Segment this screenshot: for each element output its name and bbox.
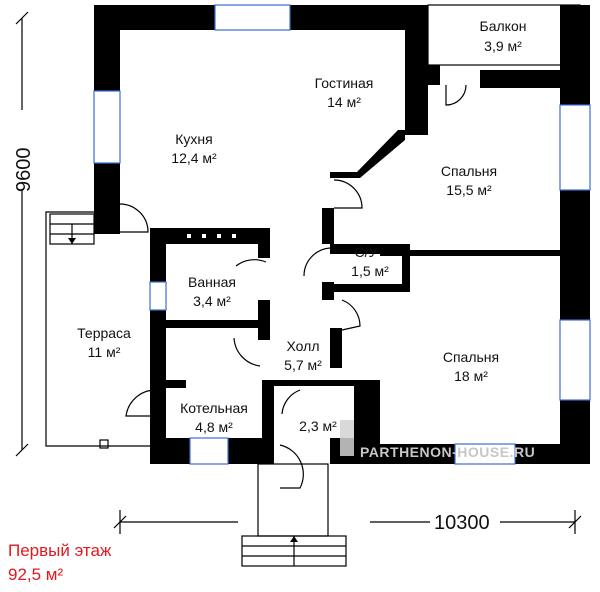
- room-area-kotelnaya: 4,8 м²: [195, 419, 233, 435]
- room-name-kotelnaya: Котельная: [180, 400, 248, 416]
- windows: [93, 4, 591, 465]
- room-name-spalnya-1: Спальня: [441, 163, 497, 179]
- vent-marks: [185, 232, 236, 240]
- room-name-holl: Холл: [287, 338, 320, 354]
- floor-caption: Первый этаж 92,5 м²: [8, 541, 112, 584]
- room-labels: Балкон 3,9 м² Гостиная 14 м² Кухня 12,4 …: [77, 18, 526, 435]
- room-name-kuhnya: Кухня: [175, 131, 212, 147]
- room-name-gostinaya: Гостиная: [315, 75, 374, 91]
- room-area-tambur: 2,3 м²: [299, 418, 337, 434]
- floor-title: Первый этаж: [8, 541, 112, 560]
- room-name-su: С/У: [355, 244, 378, 260]
- room-area-balkon: 3,9 м²: [484, 38, 522, 54]
- room-name-terrasa: Терраса: [77, 325, 131, 341]
- dimension-horizontal-label: 10300: [434, 512, 490, 534]
- dimension-vertical: 9600: [10, 11, 35, 457]
- watermark: PARTHENON-HOUSE.RU: [340, 420, 535, 460]
- balcony-outline: [427, 4, 581, 66]
- dimension-vertical-label: 9600: [13, 148, 35, 193]
- watermark-text: PARTHENON-HOUSE.RU: [360, 444, 535, 460]
- doors: [119, 84, 467, 489]
- walls: [94, 5, 590, 464]
- room-name-vannaya: Ванная: [188, 274, 236, 290]
- terrace-outline: [45, 211, 150, 449]
- room-area-spalnya-1: 15,5 м²: [446, 182, 492, 198]
- watermark-logo-icon: [340, 420, 354, 456]
- room-area-kuhnya: 12,4 м²: [171, 150, 217, 166]
- room-name-balkon: Балкон: [480, 18, 527, 34]
- room-area-su: 1,5 м²: [351, 263, 389, 279]
- dimension-horizontal: 10300: [113, 510, 582, 534]
- room-area-terrasa: 11 м²: [88, 344, 121, 360]
- floor-total-area: 92,5 м²: [8, 565, 63, 584]
- room-area-gostinaya: 14 м²: [327, 94, 361, 110]
- room-area-holl: 5,7 м²: [284, 357, 322, 373]
- room-area-vannaya: 3,4 м²: [193, 293, 231, 309]
- room-name-spalnya-2: Спальня: [443, 349, 499, 365]
- room-area-spalnya-2: 18 м²: [454, 368, 488, 384]
- entrance-porch: [241, 463, 347, 567]
